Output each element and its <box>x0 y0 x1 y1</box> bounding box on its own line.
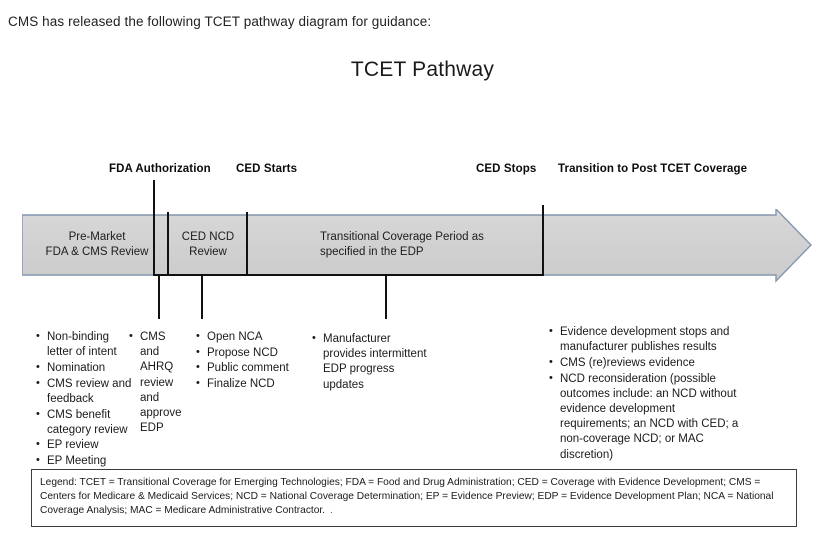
rail-bottom-transitional-coverage <box>246 274 544 276</box>
timeline-arrow: Pre-Market FDA & CMS Review CED NCD Revi… <box>22 209 812 289</box>
phase-label-ced-ncd-review: CED NCD Review <box>181 231 235 258</box>
milestone-label-ced-stops: CED Stops <box>476 163 537 175</box>
bullet-column-ced-ncd-activities: Open NCA Propose NCD Public comment Fina… <box>196 329 304 393</box>
intro-text: CMS has released the following TCET path… <box>8 14 432 29</box>
milestone-label-transition-post-tcet: Transition to Post TCET Coverage <box>558 163 748 175</box>
box-bottom-ced-ncd-review <box>167 274 248 276</box>
list-item: Propose NCD <box>196 345 304 361</box>
leader-line-fda-authorization <box>158 275 160 319</box>
tick-foot-fda-authorization <box>153 274 169 276</box>
list-item: Finalize NCD <box>196 376 304 392</box>
list-item: CMS benefit category review <box>36 407 132 438</box>
timeline-arrow-shape <box>22 209 812 283</box>
list-item: Open NCA <box>196 329 304 345</box>
page-title: TCET Pathway <box>350 58 495 81</box>
bullet-column-fda-authorization-activities: CMS and AHRQ review and approve EDP <box>129 329 182 437</box>
list-item: CMS review and feedback <box>36 376 132 407</box>
list-item: Manufacturer provides intermittent EDP p… <box>312 331 436 393</box>
list-item: Evidence development stops and manufactu… <box>549 324 743 355</box>
list-item: CMS and AHRQ review and approve EDP <box>129 329 182 436</box>
list-item: EP review <box>36 437 132 453</box>
phase-label-pre-market: Pre-Market FDA & CMS Review <box>45 231 149 258</box>
bullet-column-pre-market-activities: Non-binding letter of intent Nomination … <box>36 329 132 470</box>
list-item: CMS (re)reviews evidence <box>549 355 743 371</box>
tick-line-ced-stops <box>542 205 544 276</box>
list-item: Nomination <box>36 360 132 376</box>
list-item: Public comment <box>196 360 304 376</box>
list-item: EP Meeting <box>36 453 132 469</box>
stray-mark: . <box>330 505 333 516</box>
tick-line-fda-authorization <box>153 180 155 276</box>
bullet-column-post-tcet-activities: Evidence development stops and manufactu… <box>549 324 743 463</box>
bullet-column-transitional-coverage-activities: Manufacturer provides intermittent EDP p… <box>312 331 436 393</box>
tick-line-ced-ncd-end <box>246 212 248 276</box>
list-item: Non-binding letter of intent <box>36 329 132 360</box>
phase-label-transitional-coverage: Transitional Coverage Period as specifie… <box>320 231 484 258</box>
legend-text: Legend: TCET = Transitional Coverage for… <box>40 477 774 517</box>
leader-line-ced-starts <box>201 275 203 319</box>
list-item: NCD reconsideration (possible outcomes i… <box>549 371 743 463</box>
milestone-label-ced-starts: CED Starts <box>236 163 298 175</box>
leader-line-transitional-coverage <box>385 275 387 319</box>
tick-line-ced-ncd-start <box>167 212 169 276</box>
legend-box: Legend: TCET = Transitional Coverage for… <box>31 469 797 527</box>
milestone-label-fda-authorization: FDA Authorization <box>109 163 211 175</box>
